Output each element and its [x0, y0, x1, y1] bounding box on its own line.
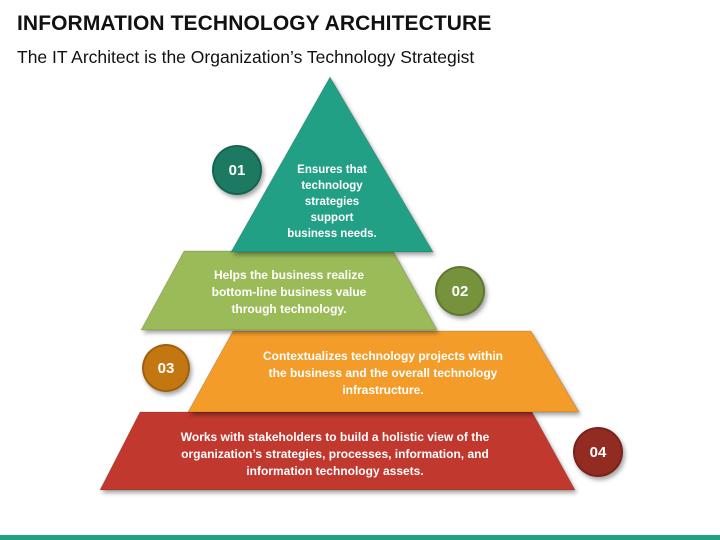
- level-1-line: business needs.: [287, 228, 377, 240]
- level-1-description: Ensures that technology strategies suppo…: [262, 162, 402, 242]
- level-2-line: bottom-line business value: [211, 285, 367, 299]
- level-4-line: Works with stakeholders to build a holis…: [180, 430, 490, 444]
- level-3-line: the business and the overall technology: [268, 366, 498, 380]
- footer-accent-bar: [0, 535, 720, 540]
- level-1-line: support: [310, 212, 354, 224]
- level-3-description: Contextualizes technology projects withi…: [243, 348, 523, 399]
- pyramid-level-3-shape: [187, 330, 580, 413]
- page-subtitle: The IT Architect is the Organization’s T…: [17, 47, 475, 67]
- level-2-description: Helps the business realize bottom-line b…: [189, 267, 389, 318]
- level-3-line: Contextualizes technology projects withi…: [262, 349, 504, 363]
- level-1-number-badge: 01: [212, 145, 262, 195]
- level-1-line: strategies: [304, 196, 360, 208]
- level-2-line: through technology.: [231, 302, 347, 316]
- level-2-line: Helps the business realize: [213, 268, 365, 282]
- level-4-number-badge: 04: [573, 427, 623, 477]
- level-3-number-badge: 03: [142, 344, 190, 392]
- level-4-description: Works with stakeholders to build a holis…: [160, 429, 510, 480]
- level-4-line: organization’s strategies, processes, in…: [181, 447, 489, 461]
- level-1-line: technology: [301, 180, 363, 192]
- level-1-line: Ensures that: [297, 164, 367, 176]
- page-title: INFORMATION TECHNOLOGY ARCHITECTURE: [17, 12, 492, 35]
- level-4-line: information technology assets.: [246, 464, 424, 478]
- level-2-number-badge: 02: [435, 266, 485, 316]
- level-3-line: infrastructure.: [342, 383, 424, 397]
- pyramid-level-1-shape: [230, 75, 434, 253]
